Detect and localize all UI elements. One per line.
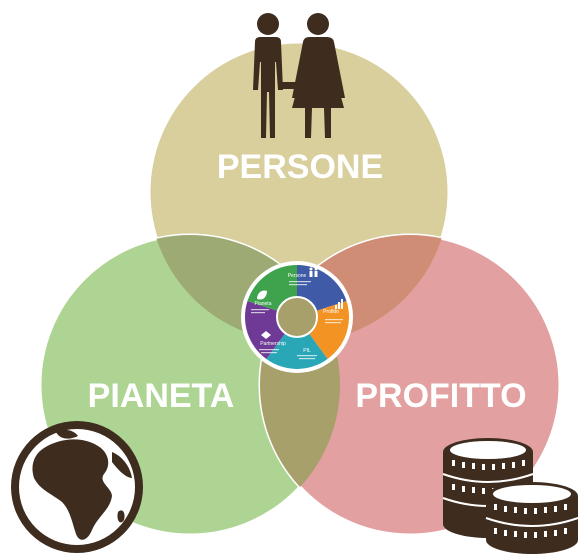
- wheel-segment-label: Persone: [288, 273, 307, 279]
- center-wheel: Persone Profitto PIL Partnership Pianeta: [241, 261, 353, 373]
- bar-chart-icon: [335, 299, 343, 309]
- wheel-segment-label: Pianeta: [255, 301, 272, 307]
- wheel-segment-label: Partnership: [260, 341, 286, 347]
- wheel-segment-label: Profitto: [323, 309, 339, 315]
- handshake-icon: [261, 331, 271, 339]
- coins-icon: [442, 438, 579, 554]
- globe-icon: [11, 421, 143, 553]
- people-couple-icon: [253, 13, 345, 138]
- profit-label: PROFITTO: [355, 377, 526, 415]
- people-couple-icon: [309, 267, 318, 277]
- people-label: PERSONE: [217, 148, 383, 186]
- leaf-icon: [257, 290, 267, 300]
- planet-label: PIANETA: [88, 377, 235, 415]
- wheel-segment-label: PIL: [303, 348, 311, 354]
